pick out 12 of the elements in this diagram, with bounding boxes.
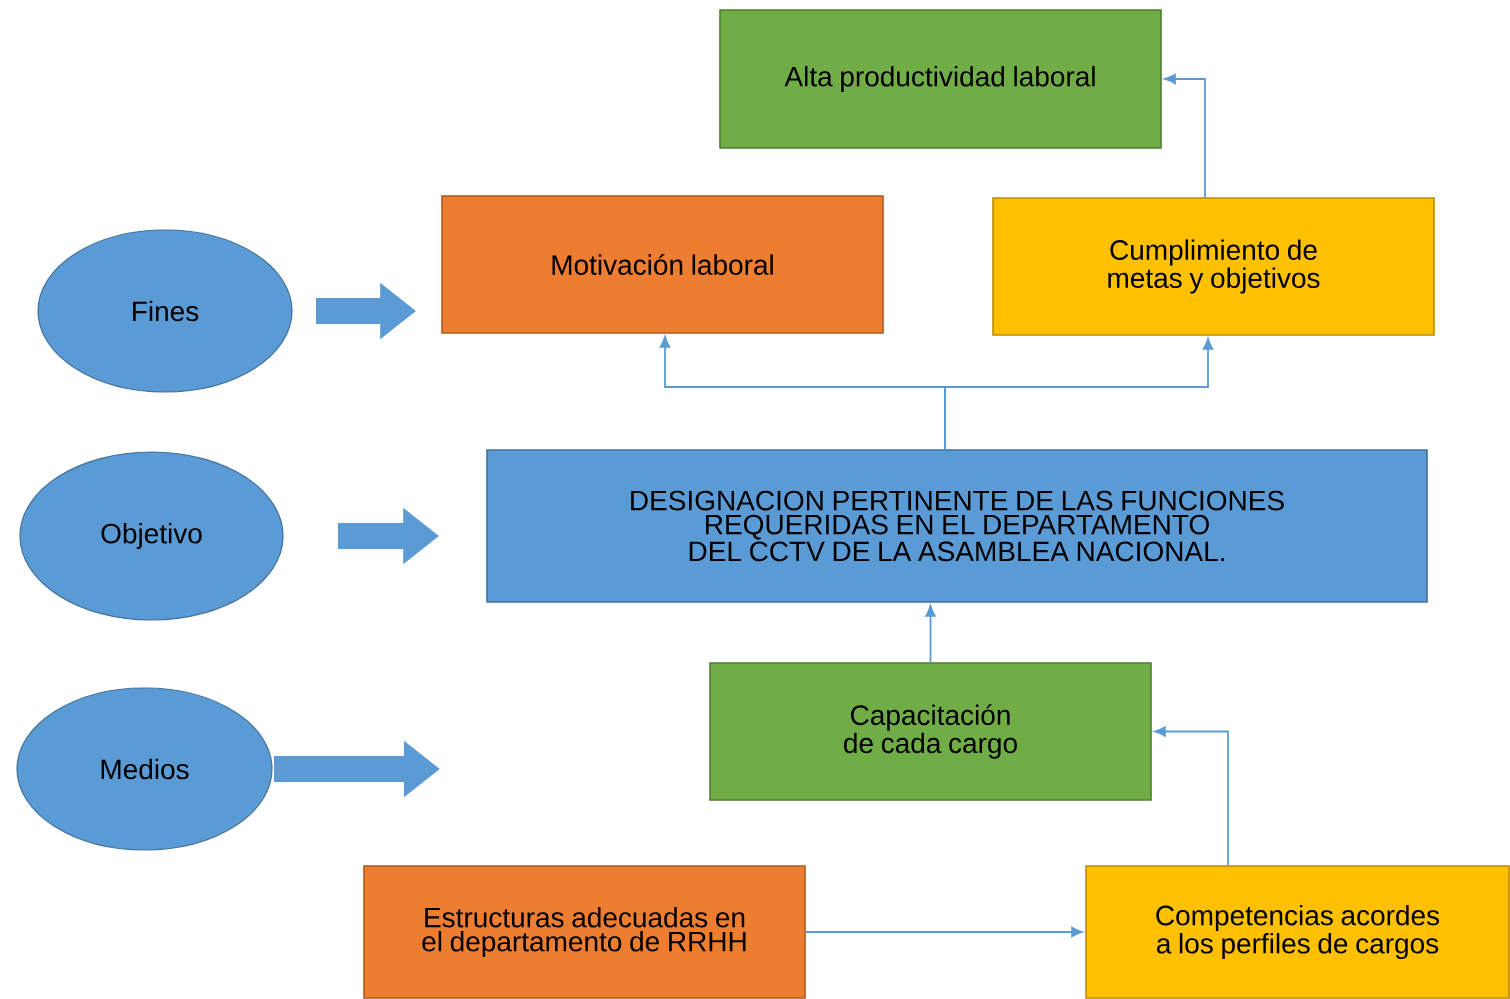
process-box: Cumplimiento de metas y objetivos: [992, 197, 1435, 336]
arrow: [804, 926, 1083, 938]
process-box: Estructuras adecuadas en el departamento de RRHH: [363, 865, 806, 999]
process-box: Alta productividad laboral: [719, 9, 1162, 149]
arrow: [925, 605, 936, 664]
process-box: DESIGNACION PERTINENTE DE LAS FUNCIONES REQUERIDAS EN EL DEPARTAMENTO DEL CCTV DE LA ASAMBLEA NACIONAL.: [486, 449, 1428, 603]
arrow: [1164, 73, 1206, 199]
process-box: Competencias acordes a los perfiles de cargos: [1085, 865, 1510, 999]
arrow: [1154, 726, 1229, 867]
arrow: [944, 338, 1214, 451]
process-box: Capacitación de cada cargo: [709, 662, 1152, 801]
process-box: Motivación laboral: [441, 195, 884, 334]
